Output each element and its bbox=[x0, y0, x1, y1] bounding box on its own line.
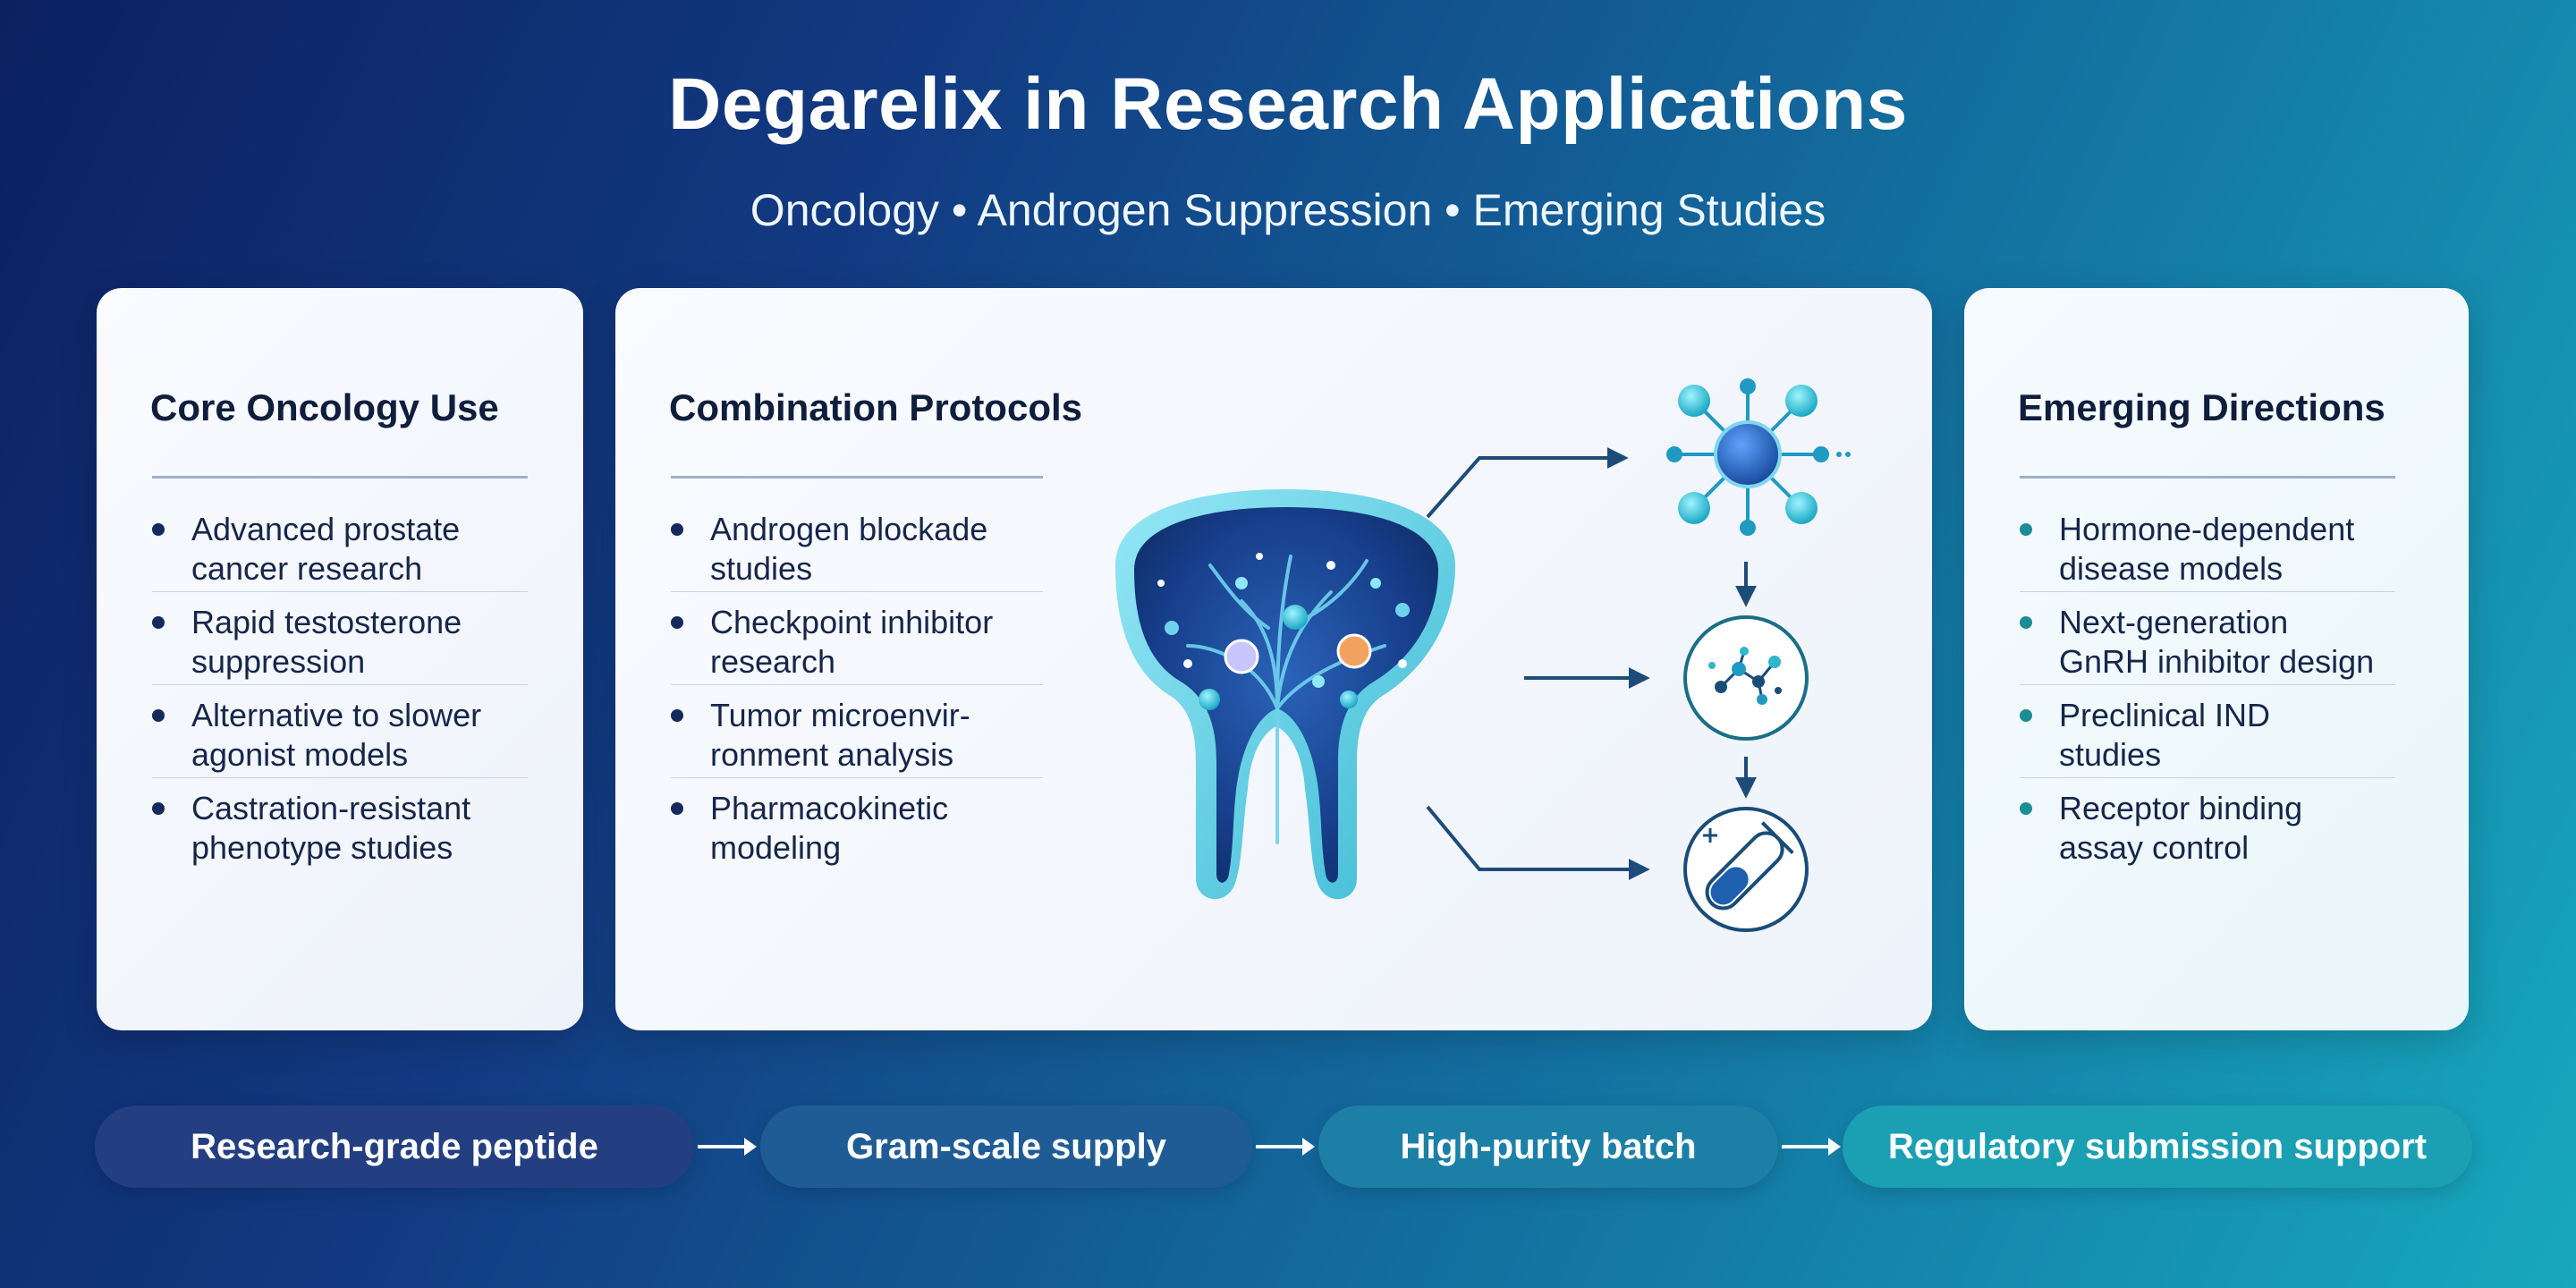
molecule-network-icon bbox=[1666, 378, 1851, 536]
bullet-dot-icon bbox=[152, 709, 165, 722]
card-divider bbox=[152, 476, 528, 479]
test-tube-icon bbox=[1683, 807, 1809, 932]
flow-step-gram-scale: Gram-scale supply bbox=[760, 1106, 1252, 1188]
arrow-right-icon bbox=[1782, 1138, 1841, 1156]
bullet-dot-icon bbox=[2020, 802, 2032, 815]
flow-step-research-grade: Research-grade peptide bbox=[95, 1106, 694, 1188]
pathway-arrows bbox=[1426, 447, 1757, 880]
page-subtitle: Oncology • Androgen Suppression • Emergi… bbox=[750, 185, 1826, 235]
card-title: Core Oncology Use bbox=[150, 386, 499, 428]
header: Degarelix in Research Applications Oncol… bbox=[0, 63, 2576, 236]
bullet-dot-icon bbox=[2020, 523, 2032, 536]
bullet-dot-icon bbox=[152, 802, 165, 815]
card-divider bbox=[2020, 476, 2395, 479]
bullet-dot-icon bbox=[671, 616, 683, 629]
card-divider bbox=[671, 476, 1043, 479]
card-title: Combination Protocols bbox=[669, 386, 1082, 428]
arrow-right-icon bbox=[698, 1138, 757, 1156]
cell-pathway-icon bbox=[1683, 615, 1809, 741]
flow-step-high-purity: High-purity batch bbox=[1318, 1106, 1778, 1188]
bullet-dot-icon bbox=[152, 523, 165, 536]
bullet-dot-icon bbox=[152, 616, 165, 629]
flow-step-regulatory: Regulatory submission support bbox=[1843, 1106, 2472, 1188]
prostate-illustration-icon bbox=[1115, 489, 1455, 900]
bullet-dot-icon bbox=[2020, 616, 2032, 629]
bullet-dot-icon bbox=[2020, 709, 2032, 722]
mechanism-diagram bbox=[1115, 378, 1851, 932]
bullet-dot-icon bbox=[671, 523, 683, 536]
bullet-dot-icon bbox=[671, 802, 683, 815]
arrow-right-icon bbox=[1256, 1138, 1315, 1156]
bullet-dot-icon bbox=[671, 709, 683, 722]
page-title: Degarelix in Research Applications bbox=[668, 64, 1908, 145]
list-item: Tumor microenvir-ronment analysis bbox=[671, 685, 1043, 778]
card-title: Emerging Directions bbox=[2018, 386, 2385, 428]
